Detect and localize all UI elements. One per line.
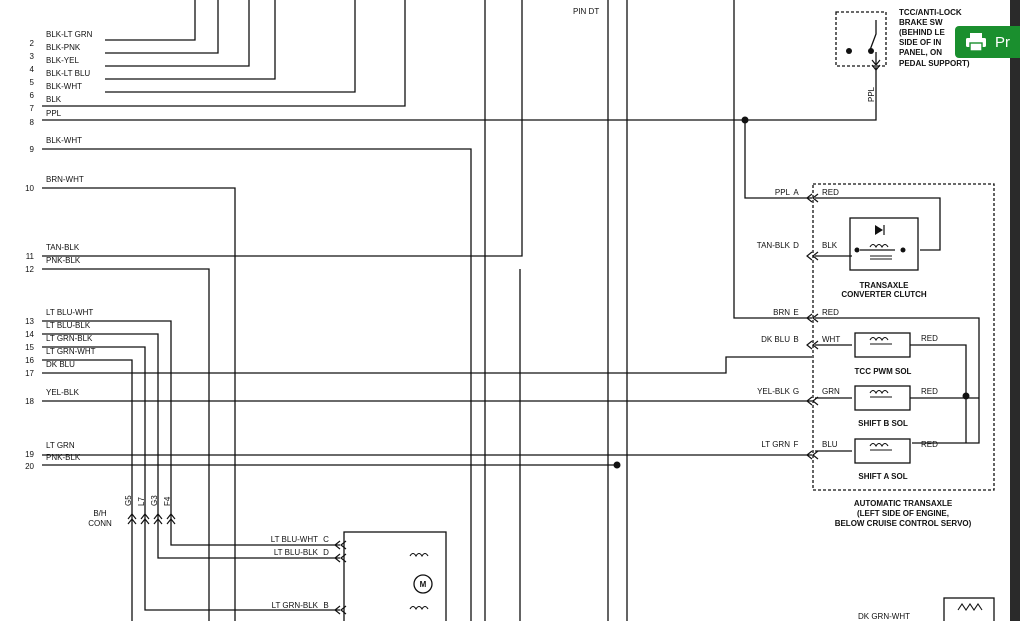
wire-label-pin-9: BLK-WHT [46, 136, 82, 145]
transaxle-wire-3: BRN [773, 308, 790, 317]
wire-label-pin-6: BLK-WHT [46, 82, 82, 91]
converter-clutch-label-2: CONVERTER CLUTCH [841, 290, 927, 299]
pin-number-8: 8 [30, 118, 35, 127]
tcc-pwm-out-wire: RED [921, 334, 938, 343]
shift-a-out-wire: RED [921, 440, 938, 449]
pin-number-19: 19 [25, 450, 34, 459]
wire-label-pin-11: TAN-BLK [46, 243, 80, 252]
transaxle-caption-1: AUTOMATIC TRANSAXLE [854, 499, 953, 508]
pin-number-13: 13 [25, 317, 34, 326]
wire-label-pin-12: PNK-BLK [46, 256, 81, 265]
svg-text:PEDAL SUPPORT): PEDAL SUPPORT) [899, 59, 970, 68]
wire-label-pin-16: LT GRN-WHT [46, 347, 96, 356]
wire-label-pin-17: DK BLU [46, 360, 75, 369]
transaxle-inner-wire-4: WHT [822, 335, 840, 344]
bh-pin-F4: F4 [163, 496, 172, 506]
transaxle-inner-wire-1: RED [822, 188, 839, 197]
transaxle-pin-A: A [793, 188, 799, 197]
transaxle-pin-D: D [793, 241, 799, 250]
wire-label-pin-4: BLK-YEL [46, 56, 79, 65]
transaxle-wire-6: LT GRN [761, 440, 790, 449]
pin-number-12: 12 [25, 265, 34, 274]
svg-text:BRAKE SW: BRAKE SW [899, 18, 943, 27]
svg-text:PANEL, ON: PANEL, ON [899, 48, 942, 57]
pin-number-5: 5 [30, 78, 35, 87]
wire-label-pin-18: YEL-BLK [46, 388, 80, 397]
transaxle-inner-wire-5: GRN [822, 387, 840, 396]
transaxle-wire-2: TAN-BLK [757, 241, 791, 250]
motor-wire-3: LT GRN-BLK [272, 601, 319, 610]
transaxle-inner-wire-3: RED [822, 308, 839, 317]
pin-number-6: 6 [30, 91, 35, 100]
pin-number-4: 4 [30, 65, 35, 74]
shift-a-sol-label: SHIFT A SOL [858, 472, 907, 481]
wire-label-pin-13: LT BLU-WHT [46, 308, 93, 317]
wire-label-pin-19: LT GRN [46, 441, 75, 450]
transaxle-wire-4: DK BLU [761, 335, 790, 344]
transaxle-wire-5: YEL-BLK [757, 387, 791, 396]
pin-number-15: 15 [25, 343, 34, 352]
wire-label-pin-2: BLK-LT GRN [46, 30, 93, 39]
converter-clutch-label-1: TRANSAXLE [860, 281, 910, 290]
transaxle-wire-1: PPL [775, 188, 791, 197]
shift-b-sol-label: SHIFT B SOL [858, 419, 908, 428]
bh-pin-G3: G3 [150, 495, 159, 506]
bh-conn-label-2: CONN [88, 519, 112, 528]
svg-text:TCC/ANTI-LOCK: TCC/ANTI-LOCK [899, 8, 962, 17]
transaxle-inner-wire-2: BLK [822, 241, 838, 250]
bh-conn-label-1: B/H [93, 509, 107, 518]
wire-label-pin-3: BLK-PNK [46, 43, 81, 52]
transaxle-pin-F: F [794, 440, 799, 449]
motor-pin-B: B [323, 601, 328, 610]
printer-icon [966, 33, 986, 52]
brake-switch-label: TCC/ANTI-LOCK BRAKE SW (BEHIND LE SIDE O… [899, 8, 970, 68]
motor-symbol: M [420, 580, 427, 589]
pin-number-20: 20 [25, 462, 34, 471]
pin-number-14: 14 [25, 330, 34, 339]
top-fragment-label: PIN DT [573, 7, 599, 16]
transaxle-caption-3: BELOW CRUISE CONTROL SERVO) [835, 519, 972, 528]
transaxle-pin-B: B [793, 335, 798, 344]
transaxle-caption-2: (LEFT SIDE OF ENGINE, [857, 509, 949, 518]
shift-b-out-wire: RED [921, 387, 938, 396]
brake-switch-wire-label: PPL [867, 86, 876, 102]
pin-number-10: 10 [25, 184, 34, 193]
wire-label-pin-8: PPL [46, 109, 62, 118]
wire-label-pin-7: BLK [46, 95, 62, 104]
motor-pin-D: D [323, 548, 329, 557]
pin-number-3: 3 [30, 52, 35, 61]
transaxle-pin-E: E [793, 308, 798, 317]
pin-number-18: 18 [25, 397, 34, 406]
transaxle-inner-wire-6: BLU [822, 440, 838, 449]
pin-number-11: 11 [26, 252, 35, 261]
print-button-label: Pr [995, 33, 1010, 51]
wire-label-pin-14: LT BLU-BLK [46, 321, 91, 330]
tcc-pwm-sol-label: TCC PWM SOL [855, 367, 912, 376]
bh-pin-L7: L7 [137, 497, 146, 506]
motor-wire-1: LT BLU-WHT [271, 535, 318, 544]
svg-text:(BEHIND LE: (BEHIND LE [899, 28, 945, 37]
pin-number-17: 17 [25, 369, 34, 378]
pin-number-9: 9 [30, 145, 35, 154]
wire-label-pin-5: BLK-LT BLU [46, 69, 90, 78]
wire-label-pin-15: LT GRN-BLK [46, 334, 93, 343]
motor-pin-C: C [323, 535, 329, 544]
wire-label-pin-10: BRN-WHT [46, 175, 84, 184]
pin-number-16: 16 [25, 356, 34, 365]
bottom-right-fragment-label: DK GRN-WHT [858, 612, 910, 621]
motor-wire-2: LT BLU-BLK [274, 548, 319, 557]
svg-text:SIDE OF IN: SIDE OF IN [899, 38, 941, 47]
pin-number-7: 7 [30, 104, 35, 113]
wire-label-pin-20: PNK-BLK [46, 453, 81, 462]
transaxle-pin-G: G [793, 387, 799, 396]
print-button[interactable]: Pr [955, 26, 1020, 58]
bh-pin-G5: G5 [124, 495, 133, 506]
pin-number-2: 2 [30, 39, 35, 48]
